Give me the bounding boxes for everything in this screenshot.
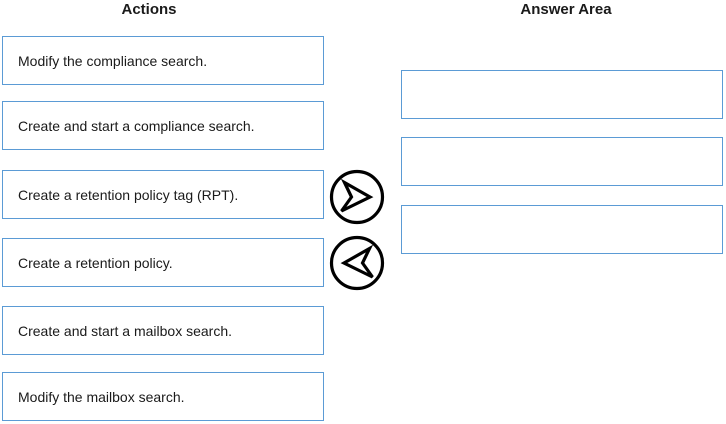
answer-area-title: Answer Area <box>520 1 612 18</box>
action-item-label: Modify the compliance search. <box>18 52 208 69</box>
action-item-modify-mailbox-search[interactable]: Modify the mailbox search. <box>2 372 324 421</box>
action-item-create-start-compliance-search[interactable]: Create and start a compliance search. <box>2 101 324 150</box>
action-item-create-retention-policy[interactable]: Create a retention policy. <box>2 238 324 287</box>
circle-outline <box>329 235 385 291</box>
answer-slot-1[interactable] <box>401 70 723 119</box>
action-item-create-retention-policy-tag[interactable]: Create a retention policy tag (RPT). <box>2 170 324 219</box>
action-item-label: Create a retention policy tag (RPT). <box>18 186 239 203</box>
action-item-label: Modify the mailbox search. <box>18 388 185 405</box>
action-item-modify-compliance-search[interactable]: Modify the compliance search. <box>2 36 324 85</box>
action-item-create-start-mailbox-search[interactable]: Create and start a mailbox search. <box>2 306 324 355</box>
move-right-button[interactable] <box>329 169 385 225</box>
answer-slot-2[interactable] <box>401 137 723 186</box>
circle-outline <box>329 169 385 225</box>
action-item-label: Create and start a compliance search. <box>18 117 255 134</box>
answer-slot-3[interactable] <box>401 205 723 254</box>
action-item-label: Create a retention policy. <box>18 254 173 271</box>
move-left-button[interactable] <box>329 235 385 291</box>
left-arrow-icon <box>340 244 374 279</box>
right-arrow-icon <box>340 178 374 213</box>
action-item-label: Create and start a mailbox search. <box>18 322 232 339</box>
actions-column-title: Actions <box>121 1 177 18</box>
